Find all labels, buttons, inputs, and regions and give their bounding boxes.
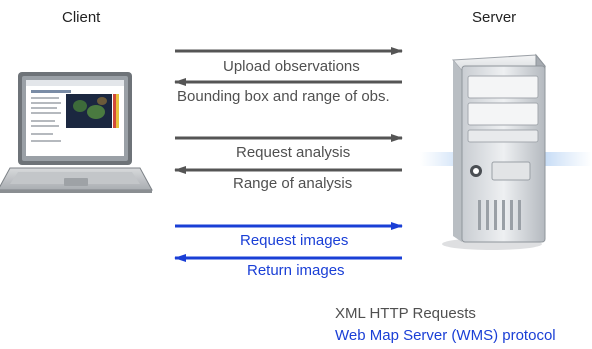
legend-xml-http: XML HTTP Requests [335, 305, 476, 322]
message-request-images: Request images [240, 232, 349, 249]
server-icon [442, 53, 547, 250]
message-return-images: Return images [247, 262, 345, 279]
message-request-analysis: Request analysis [236, 144, 351, 161]
server-heading: Server [472, 9, 517, 26]
legend-wms: Web Map Server (WMS) protocol [335, 327, 556, 344]
message-range-of-analysis: Range of analysis [233, 175, 353, 192]
message-upload-observations: Upload observations [223, 58, 360, 75]
client-heading: Client [62, 9, 101, 26]
message-bounding-box: Bounding box and range of obs. [177, 88, 390, 105]
laptop-icon [0, 72, 153, 193]
